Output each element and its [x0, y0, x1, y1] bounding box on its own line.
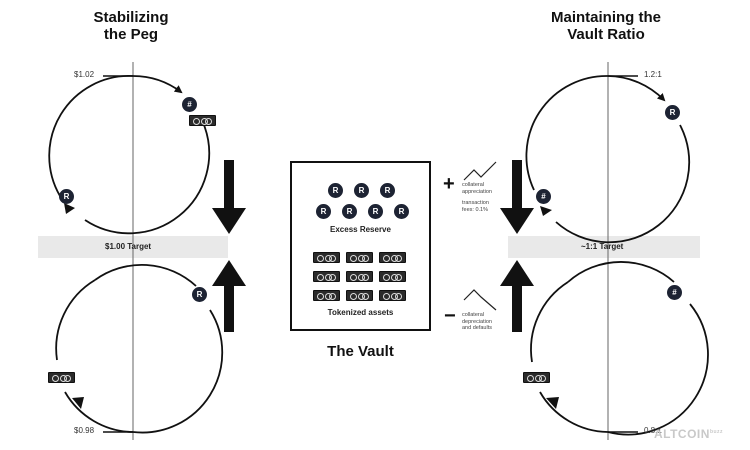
right-top-cycle-arc-a — [607, 75, 666, 102]
right-bottom-tick-label: 0.8:1 — [644, 426, 662, 435]
left-top-arrowhead — [64, 203, 75, 214]
left-bottom-cycle-arc-a — [94, 263, 197, 287]
watermark-suffix: buzz — [709, 429, 724, 435]
left-up-arrow-head — [212, 260, 246, 286]
watermark-text: ALTCOIN — [654, 427, 710, 441]
reserve-coin-icon: R — [328, 183, 343, 198]
right-top-arrowhead — [540, 206, 552, 216]
right-bottom-hash-coin-icon: # — [667, 285, 682, 300]
tokenized-asset-icon — [346, 252, 373, 263]
tokenized-asset-icon — [313, 271, 340, 282]
right-target-band — [508, 236, 700, 258]
right-bottom-cycle-arc-d — [530, 281, 569, 363]
reserve-coin-icon: R — [394, 204, 409, 219]
right-down-arrow-head — [500, 208, 534, 234]
left-top-cycle-arc-a — [132, 75, 183, 94]
left-top-cycle-arc-b — [84, 124, 211, 235]
excess-reserve-label: Excess Reserve — [330, 225, 391, 234]
reserve-coin-icon: R — [368, 204, 383, 219]
tokenized-asset-icon — [313, 290, 340, 301]
right-panel-title: Maintaining the Vault Ratio — [551, 9, 661, 44]
vault-title: The Vault — [327, 343, 394, 360]
right-bottom-token-strip-icon — [523, 372, 550, 383]
tokenized-asset-icon — [313, 252, 340, 263]
right-top-r-coin-icon: R — [665, 105, 680, 120]
fee-note: transaction fees: 0.1% — [462, 200, 489, 213]
tokenized-asset-icon — [379, 252, 406, 263]
altcoin-buzz-watermark: ALTCOINbuzz — [654, 427, 723, 441]
left-down-arrow-head — [212, 208, 246, 234]
left-down-arrow-shaft — [224, 160, 234, 212]
left-panel-title: Stabilizing the Peg — [93, 9, 169, 44]
tokenized-asset-icon — [379, 271, 406, 282]
right-top-cycle-arc-b — [555, 124, 691, 244]
left-bottom-token-strip-icon — [48, 372, 75, 383]
left-bottom-arrowhead — [72, 397, 84, 409]
tokenized-assets-label: Tokenized assets — [327, 308, 394, 317]
left-top-token-strip-icon — [189, 115, 216, 126]
depreciation-note: collateral depreciation and defaults — [462, 312, 492, 332]
reserve-coin-icon: R — [354, 183, 369, 198]
left-bottom-cycle-arc-c — [64, 391, 134, 433]
appreciation-note: collateral appreciation — [462, 182, 492, 195]
right-bottom-cycle-arc-a — [567, 261, 675, 283]
right-top-hash-coin-icon: # — [536, 189, 551, 204]
right-up-arrow-shaft — [512, 284, 522, 332]
left-bottom-cycle-arc-b — [132, 309, 224, 434]
tokenized-asset-icon — [379, 290, 406, 301]
left-bottom-r-coin-icon: R — [192, 287, 207, 302]
left-top-hash-coin-icon: # — [182, 97, 197, 112]
right-up-arrow-head — [500, 260, 534, 286]
right-target-label: ~1:1 Target — [581, 242, 624, 251]
right-down-arrow-shaft — [512, 160, 522, 212]
right-bottom-arrowhead — [546, 397, 559, 409]
right-bottom-cycle-arc-c — [539, 391, 609, 433]
right-top-cycle-arc-c — [525, 75, 609, 191]
left-top-cycle-arc-c — [48, 75, 134, 197]
left-top-tick-label: $1.02 — [74, 70, 95, 79]
tokenized-asset-icon — [346, 290, 373, 301]
right-bottom-cycle-arc-b — [607, 303, 709, 436]
plus-sign: + — [443, 173, 455, 195]
reserve-coin-icon: R — [342, 204, 357, 219]
reserve-coin-icon: R — [316, 204, 331, 219]
left-target-label: $1.00 Target — [105, 242, 152, 251]
left-bottom-cycle-arc-d — [55, 279, 96, 361]
reserve-coin-icon: R — [380, 183, 395, 198]
left-top-r-coin-icon: R — [59, 189, 74, 204]
depreciation-trend-icon — [463, 289, 497, 311]
left-up-arrow-shaft — [224, 284, 234, 332]
appreciation-trend-icon — [463, 161, 497, 181]
right-top-tick-label: 1.2:1 — [644, 70, 662, 79]
minus-sign: − — [444, 305, 456, 327]
tokenized-asset-icon — [346, 271, 373, 282]
left-bottom-tick-label: $0.98 — [74, 426, 95, 435]
